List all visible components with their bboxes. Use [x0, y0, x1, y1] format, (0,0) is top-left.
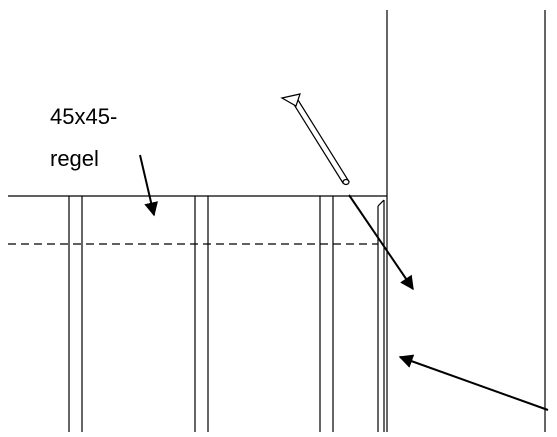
nail-icon: [280, 93, 350, 186]
board-top: [377, 199, 385, 207]
nail-shank: [292, 99, 349, 184]
arrow-icon-board: [398, 354, 549, 411]
arrow-icon-nail: [348, 194, 414, 291]
arrow-icon-beam: [139, 154, 158, 217]
beam-label-line2: regel: [50, 146, 99, 171]
nail-head: [280, 93, 301, 107]
nail-tip: [342, 178, 350, 186]
beam-label-line1: 45x45-: [50, 104, 118, 129]
